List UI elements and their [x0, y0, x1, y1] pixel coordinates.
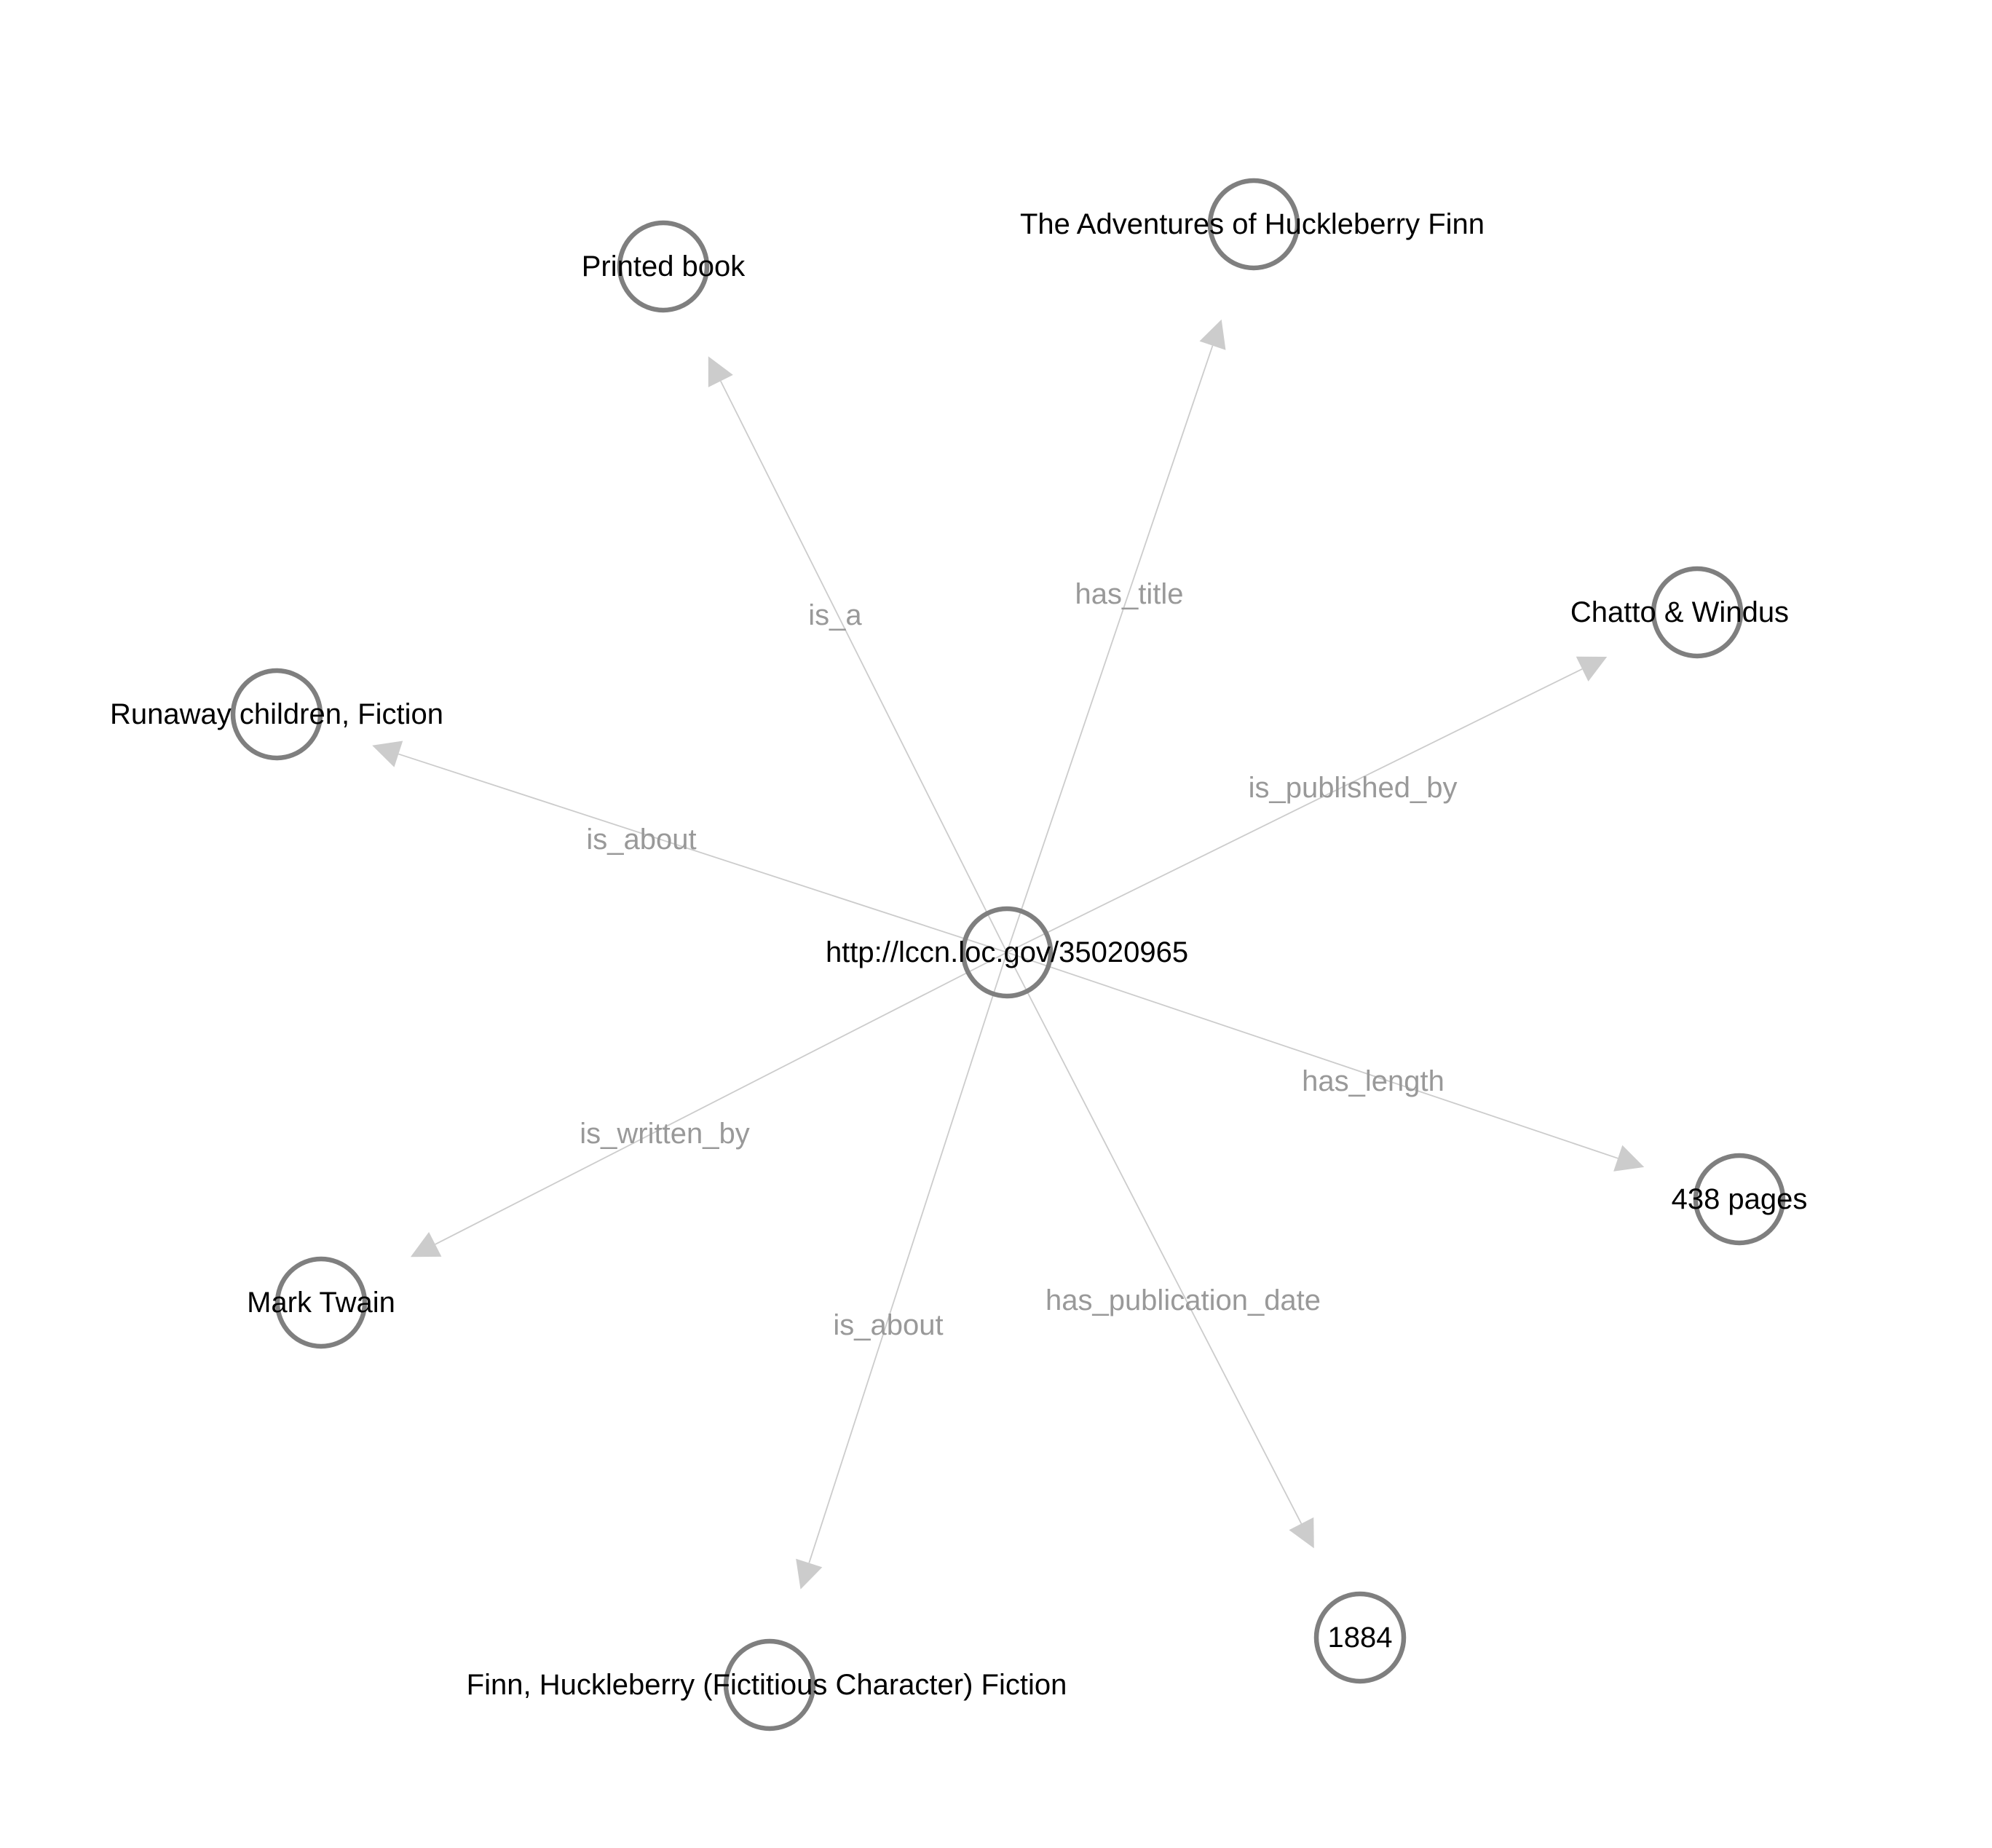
node-circle-character[interactable] [723, 1638, 816, 1731]
edge-arrowhead-character [796, 1558, 823, 1590]
edge-arrowhead-publisher [1576, 656, 1608, 682]
node-circle-length[interactable] [1693, 1153, 1786, 1246]
edge-label-date: has_publication_date [1046, 1284, 1321, 1316]
edge-arrowhead-length [1613, 1145, 1645, 1172]
node-circle-publisher[interactable] [1651, 566, 1744, 659]
nodes-layer [230, 178, 1786, 1731]
node-label-title: The Adventures of Huckleberry Finn [1020, 208, 1485, 240]
edge-line-subject [398, 753, 1008, 953]
node-label-date: 1884 [1328, 1622, 1393, 1654]
node-label-printed-book: Printed book [582, 250, 746, 283]
node-circle-printed-book[interactable] [617, 220, 710, 313]
edge-arrowhead-date [1289, 1517, 1314, 1549]
node-circle-author[interactable] [274, 1256, 368, 1349]
edge-line-character [808, 952, 1008, 1563]
edge-line-date [1006, 952, 1303, 1524]
edge-label-length: has_length [1302, 1065, 1444, 1097]
edge-label-printed-book: is_a [808, 599, 862, 631]
edge-label-author: is_written_by [580, 1118, 749, 1150]
node-label-character: Finn, Huckleberry (Fictitious Character)… [467, 1669, 1067, 1701]
node-label-root: http://lccn.loc.gov/35020965 [826, 936, 1188, 968]
node-label-publisher: Chatto & Windus [1570, 596, 1789, 628]
edge-label-subject: is_about [586, 824, 696, 856]
node-circle-title[interactable] [1207, 178, 1300, 271]
edge-line-author [435, 952, 1008, 1245]
node-labels-layer: http://lccn.loc.gov/35020965 Printed book… [110, 208, 1807, 1701]
edge-line-publisher [1006, 668, 1583, 953]
edge-labels-layer: is_a has_title is_published_by has_lengthha… [580, 578, 1457, 1341]
edge-arrowhead-title [1199, 319, 1226, 350]
edge-label-publisher: is_published_by [1249, 772, 1458, 804]
edge-line-length [1006, 952, 1618, 1159]
edges-layer [372, 319, 1645, 1590]
edge-label-title: has_title [1075, 578, 1184, 610]
node-label-author: Mark Twain [247, 1287, 395, 1319]
edge-arrowhead-author [410, 1232, 442, 1257]
edge-label-character: is_about [833, 1309, 943, 1341]
node-circle-subject[interactable] [230, 668, 323, 761]
edge-line-printed-book [720, 380, 1008, 953]
node-label-subject: Runaway children, Fiction [110, 698, 443, 730]
node-label-length: 438 pages [1672, 1183, 1808, 1215]
node-circle-date[interactable] [1313, 1591, 1407, 1684]
edge-arrowhead-printed-book [708, 356, 733, 387]
edge-arrowhead-subject [372, 741, 403, 767]
edge-line-title [1006, 345, 1214, 953]
node-circle-root[interactable] [960, 906, 1054, 999]
